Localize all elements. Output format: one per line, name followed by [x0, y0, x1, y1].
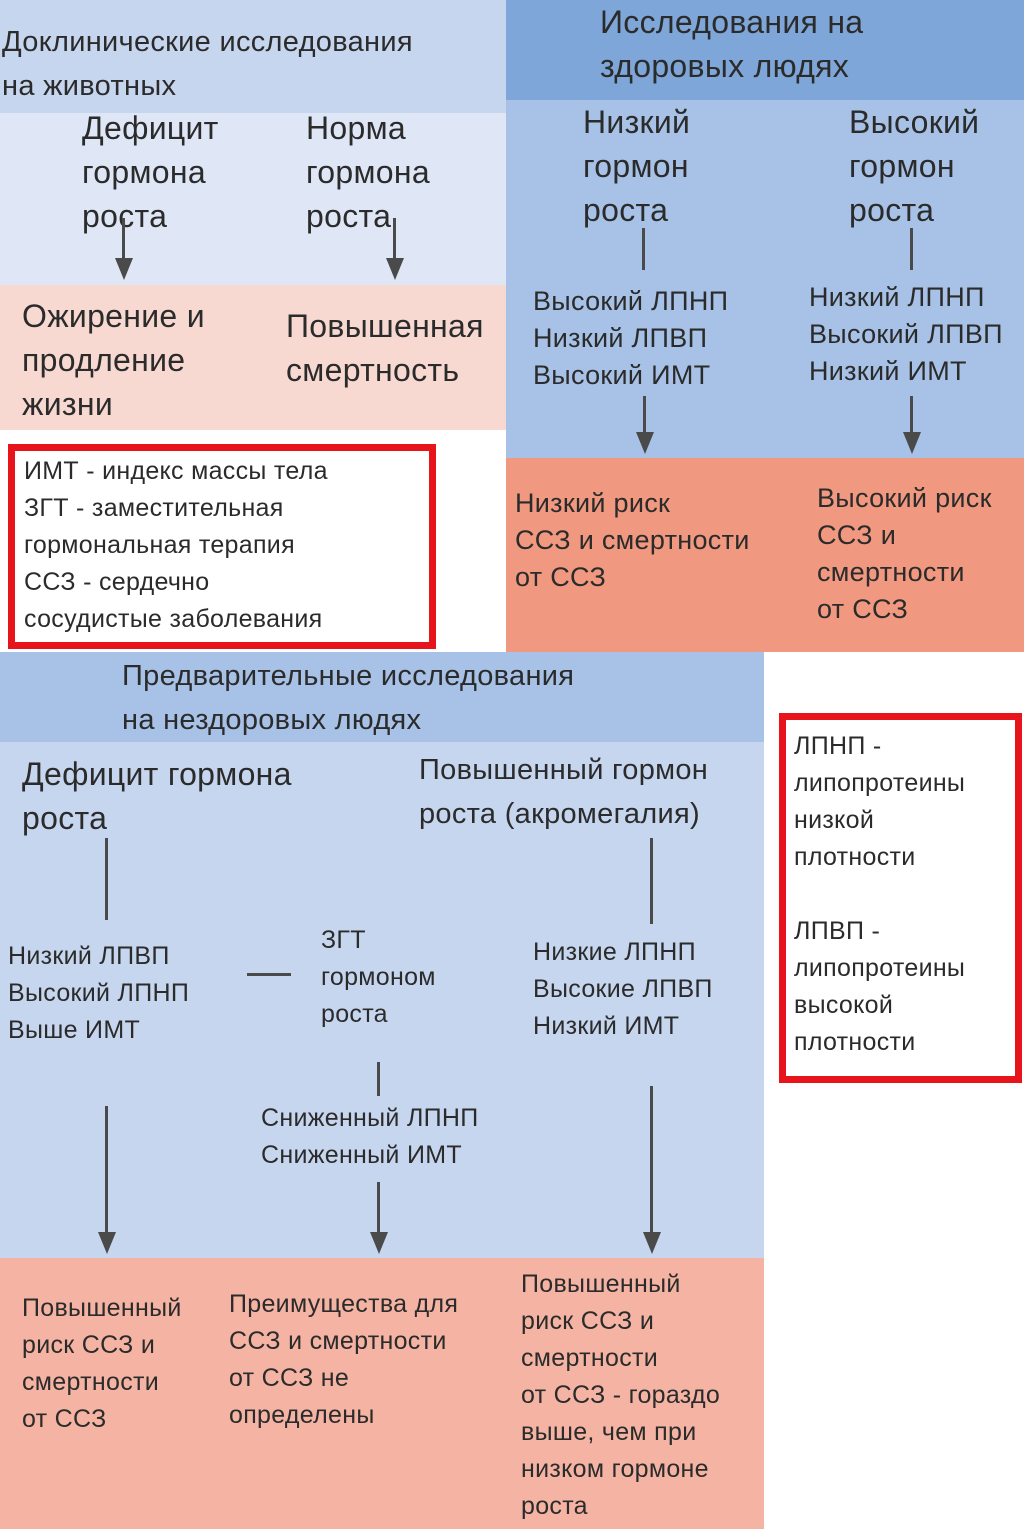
- healthy-title-bar: [506, 0, 1024, 100]
- preclinical-arrow-2-line: [393, 218, 396, 260]
- healthy-low-gh: Низкий гормон роста: [583, 104, 691, 228]
- unhealthy-arrow-3-head: [643, 1232, 661, 1254]
- unhealthy-lipids-deficit: Низкий ЛПВП Высокий ЛПНП Выше ИМТ: [8, 942, 190, 1044]
- healthy-arrow-2-head: [903, 432, 921, 454]
- healthy-risk-area: [506, 458, 1024, 652]
- healthy-risk-low: Низкий риск ССЗ и смертности от ССЗ: [515, 488, 750, 592]
- unhealthy-risk-excess: Повышенный риск ССЗ и смертности от ССЗ …: [521, 1270, 721, 1520]
- unhealthy-arrow-2-line: [377, 1182, 380, 1234]
- unhealthy-therapy-connector-down: [377, 1062, 380, 1096]
- unhealthy-arrow-2-head: [370, 1232, 388, 1254]
- unhealthy-gh-therapy: ЗГТ гормоном роста: [321, 926, 436, 1028]
- preclinical-gh-normal: Норма гормона роста: [306, 110, 430, 234]
- unhealthy-therapy-connector: [247, 973, 291, 976]
- healthy-arrow-1-head: [636, 432, 654, 454]
- healthy-risk-high: Высокий риск ССЗ и смертности от ССЗ: [817, 483, 992, 624]
- unhealthy-title: Предварительные исследования на нездоров…: [122, 660, 575, 736]
- unhealthy-input-area: [0, 742, 764, 1258]
- abbreviations-2-text: ЛПНП - липопротеины низкой плотности ЛПВ…: [794, 732, 966, 1056]
- preclinical-input-area: [0, 113, 506, 285]
- abbreviations-box-1: [8, 444, 436, 649]
- unhealthy-title-bar: [0, 652, 764, 742]
- preclinical-gh-deficit: Дефицит гормона роста: [82, 110, 219, 234]
- unhealthy-risk-area: [0, 1258, 764, 1529]
- preclinical-result-mortality: Повышенная смертность: [286, 308, 484, 388]
- preclinical-arrow-1-head: [115, 258, 133, 280]
- unhealthy-arrow-3-line: [650, 1086, 653, 1234]
- unhealthy-lipids-excess: Низкие ЛПНП Высокие ЛПВП Низкий ИМТ: [533, 938, 713, 1040]
- preclinical-result-obesity: Ожирение и продление жизни: [22, 298, 205, 422]
- preclinical-arrow-1-line: [122, 218, 125, 260]
- unhealthy-risk-deficit: Повышенный риск ССЗ и смертности от ССЗ: [22, 1294, 182, 1433]
- unhealthy-col1-connector: [105, 838, 108, 920]
- healthy-arrow-2-line: [910, 396, 913, 434]
- unhealthy-risk-therapy: Преимущества для ССЗ и смертности от ССЗ…: [229, 1290, 459, 1429]
- abbreviations-1-text: ИМТ - индекс массы тела ЗГТ - заместител…: [24, 457, 328, 633]
- healthy-high-gh: Высокий гормон роста: [849, 104, 980, 228]
- unhealthy-arrow-1-line: [105, 1106, 108, 1234]
- preclinical-result-area: [0, 285, 506, 430]
- unhealthy-lipids-therapy: Сниженный ЛПНП Сниженный ИМТ: [261, 1104, 479, 1169]
- healthy-lipids-high-gh: Низкий ЛПНП Высокий ЛПВП Низкий ИМТ: [809, 282, 1003, 386]
- healthy-input-area: [506, 100, 1024, 458]
- unhealthy-col3-connector: [650, 838, 653, 924]
- healthy-connector-2: [910, 228, 913, 270]
- healthy-lipids-low-gh: Высокий ЛПНП Низкий ЛПВП Высокий ИМТ: [533, 286, 729, 390]
- unhealthy-gh-deficit: Дефицит гормона роста: [22, 756, 292, 836]
- preclinical-arrow-2-head: [386, 258, 404, 280]
- healthy-title: Исследования на здоровых людях: [600, 4, 864, 84]
- preclinical-title-bar: [0, 0, 506, 113]
- unhealthy-arrow-1-head: [98, 1232, 116, 1254]
- preclinical-title: Доклинические исследования на животных: [2, 26, 413, 102]
- healthy-connector-1: [642, 228, 645, 270]
- healthy-arrow-1-line: [643, 396, 646, 434]
- unhealthy-gh-excess: Повышенный гормон роста (акромегалия): [419, 754, 709, 830]
- abbreviations-box-2: [779, 713, 1022, 1083]
